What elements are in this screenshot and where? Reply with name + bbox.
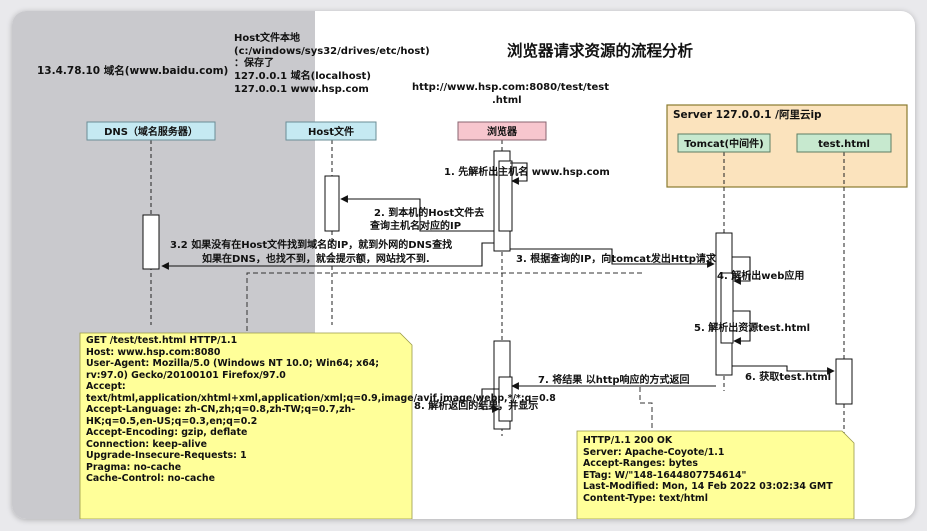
step8-label: 8. 解析返回的结果，并显示 (414, 399, 538, 412)
step6-arrow (732, 365, 835, 375)
request-url: .html (492, 95, 522, 106)
request-line: Accept-Language: zh-CN,zh;q=0.8,zh-TW;q=… (86, 404, 356, 427)
request-line: Connection: keep-alive (86, 438, 207, 450)
http-request-note: GET /test/test.html HTTP/1.1 Host: www.h… (86, 335, 556, 485)
step32-label-a: 3.2 如果没有在Host文件找到域名的IP，就到外网的DNS查找 (170, 238, 452, 251)
dns-record-label: 13.4.78.10 域名(www.baidu.com) (37, 64, 228, 77)
hosts-note-line: ：保存了 (234, 56, 274, 69)
participant-host-file: Host文件 (285, 121, 377, 141)
test-activation (835, 358, 853, 405)
server-label: Server 127.0.0.1 /阿里云ip (673, 109, 822, 121)
step32-arrow (161, 242, 494, 270)
step7-label: 7. 将结果 以http响应的方式返回 (538, 373, 690, 386)
participant-test-html: test.html (796, 133, 892, 153)
step3-label: 3. 根据查询的IP，向tomcat发出Http请求 (516, 252, 717, 265)
http-response-note: HTTP/1.1 200 OK Server: Apache-Coyote/1.… (583, 435, 845, 504)
response-line: HTTP/1.1 200 OK (583, 435, 673, 446)
svg-text:test.html: test.html (818, 139, 870, 150)
step5-label: 5. 解析出资源test.html (694, 321, 810, 334)
participant-tomcat: Tomcat(中间件) (677, 133, 771, 153)
step1-arrow (510, 162, 528, 185)
request-line: Upgrade-Insecure-Requests: 1 (86, 450, 247, 461)
response-line: Last-Modified: Mon, 14 Feb 2022 03:02:34… (583, 481, 833, 492)
response-line: ETag: W/"148-1644807754614" (583, 469, 747, 481)
step5-arrow (733, 310, 751, 345)
hosts-note-line: 127.0.0.1 域名(localhost) (234, 69, 371, 82)
browser-activation-nested (498, 160, 513, 232)
sequence-diagram: Server 127.0.0.1 /阿里云ip 浏览器请求资源的流程分析 13.… (12, 11, 908, 519)
step4-label: 4. 解析出web应用 (717, 269, 804, 282)
response-line: Content-Type: text/html (583, 492, 708, 504)
page-title: 浏览器请求资源的流程分析 (507, 41, 694, 60)
tomcat-activation-nested (720, 272, 734, 344)
step3-arrow (510, 248, 715, 268)
step2-arrow (340, 195, 494, 232)
diagram-frame: Server 127.0.0.1 /阿里云ip 浏览器请求资源的流程分析 13.… (12, 11, 915, 519)
hosts-note-line: (c:/windows/sys32/drives/etc/host) (234, 46, 430, 57)
request-line: Cache-Control: no-cache (86, 473, 215, 484)
participant-dns: DNS（域名服务器） (86, 121, 216, 141)
step32-label-b: 如果在DNS，也找不到，就会提示额，网站找不到. (202, 252, 430, 265)
step4-arrow (732, 256, 751, 285)
request-line: GET /test/test.html HTTP/1.1 (86, 335, 238, 346)
svg-text:DNS（域名服务器）: DNS（域名服务器） (104, 125, 198, 138)
hosts-note-line: 127.0.0.1 www.hsp.com (234, 84, 369, 95)
step6-label: 6. 获取test.html (745, 370, 831, 383)
request-line: Accept: text/html,application/xhtml+xml,… (86, 381, 556, 404)
hosts-note-line: Host文件本地 (234, 31, 300, 44)
request-line: Host: www.hsp.com:8080 (86, 346, 221, 358)
browser-result-activation-nested (498, 376, 513, 422)
response-line: Server: Apache-Coyote/1.1 (583, 446, 725, 458)
svg-text:Host文件: Host文件 (308, 125, 354, 138)
svg-text:Tomcat(中间件): Tomcat(中间件) (684, 137, 763, 150)
svg-text:浏览器: 浏览器 (487, 125, 518, 138)
request-url: http://www.hsp.com:8080/test/test (412, 82, 609, 93)
response-callout-connector (639, 387, 653, 431)
request-line: User-Agent: Mozilla/5.0 (Windows NT 10.0… (86, 358, 379, 381)
host-activation (324, 175, 340, 232)
step2-label-b: 查询主机名对应的IP (369, 219, 461, 232)
request-note-background (79, 332, 413, 519)
step2-label-a: 2. 到本机的Host文件去 (374, 206, 484, 219)
step8-arrow (481, 388, 500, 413)
response-note-background (576, 430, 855, 519)
response-line: Accept-Ranges: bytes (583, 458, 698, 469)
request-line: Pragma: no-cache (86, 461, 182, 473)
request-line: Accept-Encoding: gzip, deflate (86, 427, 248, 438)
step1-label: 1. 先解析出主机名 www.hsp.com (444, 165, 610, 178)
dns-activation (142, 214, 160, 270)
participant-browser: 浏览器 (457, 121, 547, 141)
request-callout-connector (246, 272, 642, 333)
